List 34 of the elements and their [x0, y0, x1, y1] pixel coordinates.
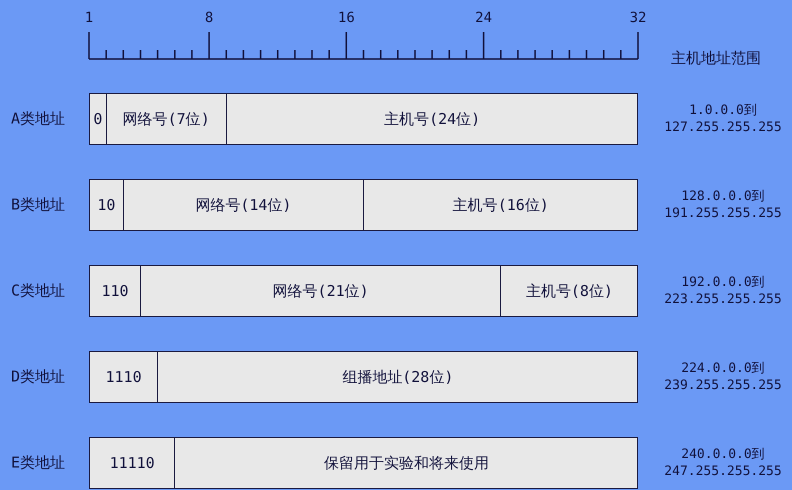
field-text: 主机号(16位): [452, 196, 549, 214]
field-text: 0: [93, 110, 102, 128]
bit-number: 1: [84, 10, 94, 26]
class-label: D类地址: [10, 368, 66, 386]
address-range: 192.0.0.0到 223.255.255.255: [663, 274, 783, 308]
field-text: 1110: [106, 368, 142, 386]
column-heading: 主机地址范围: [671, 49, 761, 68]
field-text: 11110: [110, 454, 155, 472]
field-text: 网络号(7位): [122, 110, 210, 128]
address-range: 128.0.0.0到 191.255.255.255: [663, 188, 783, 222]
address-range: 240.0.0.0到 247.255.255.255: [663, 446, 783, 480]
class-label: C类地址: [10, 282, 66, 300]
field-text: 组播地址(28位): [342, 368, 454, 386]
address-bar: [89, 179, 638, 231]
bit-number: 32: [630, 10, 646, 26]
address-range: 224.0.0.0到 239.255.255.255: [663, 360, 783, 394]
class-label: A类地址: [10, 110, 66, 128]
field-text: 网络号(21位): [272, 282, 369, 300]
class-label: E类地址: [10, 454, 66, 472]
bit-number: 16: [338, 10, 355, 26]
field-text: 主机号(24位): [384, 110, 480, 128]
field-text: 保留用于实验和将来使用: [324, 454, 489, 472]
field-text: 主机号(8位): [526, 282, 613, 300]
address-bar: [89, 93, 638, 145]
field-text: 网络号(14位): [195, 196, 292, 214]
address-bar: [89, 265, 638, 317]
field-text: 10: [97, 196, 116, 214]
class-label: B类地址: [10, 196, 66, 214]
address-bar: [89, 351, 638, 403]
field-text: 110: [101, 282, 129, 300]
bit-number: 8: [204, 10, 214, 26]
bit-number: 24: [475, 10, 492, 26]
address-bar: [89, 437, 638, 489]
address-range: 1.0.0.0到 127.255.255.255: [663, 102, 783, 136]
